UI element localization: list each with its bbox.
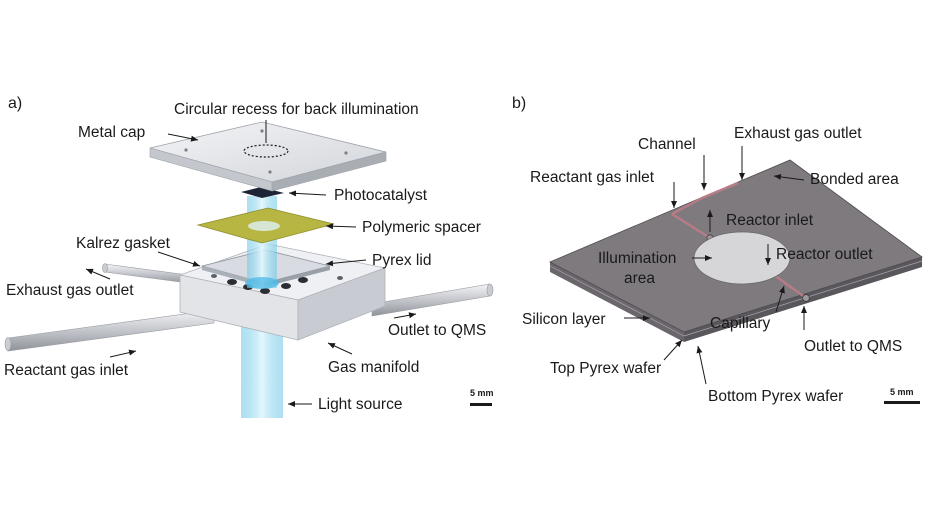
label-top-pyrex-wafer: Top Pyrex wafer [550, 360, 661, 377]
label-reactor-inlet: Reactor inlet [726, 212, 814, 229]
label-reactor-outlet: Reactor outlet [776, 246, 873, 263]
label-bonded-area: Bonded area [810, 171, 899, 188]
leader-metal-cap [167, 133, 199, 142]
label-bottom-pyrex-wafer: Bottom Pyrex wafer [708, 388, 843, 405]
panel-a: a) [4, 95, 494, 418]
label-silicon-layer: Silicon layer [522, 311, 606, 328]
leader-reactant-gas-inlet [109, 349, 137, 358]
panel-a-letter: a) [8, 95, 22, 112]
metal-cap [149, 121, 387, 192]
panel-b-scale-label: 5 mm [890, 387, 914, 397]
label-gas-manifold: Gas manifold [328, 359, 419, 376]
outlet-to-qms-port [802, 294, 810, 302]
gas-manifold [178, 243, 387, 341]
leader-polymeric-spacer [325, 223, 357, 230]
label-metal-cap: Metal cap [78, 124, 145, 141]
label-light-source: Light source [318, 396, 402, 413]
label-channel: Channel [638, 136, 696, 153]
label-exhaust-gas-outlet: Exhaust gas outlet [6, 282, 134, 299]
label-pyrex-lid: Pyrex lid [372, 252, 431, 269]
leader-kalrez-gasket [157, 251, 201, 267]
leader-bottom-pyrex-wafer [696, 345, 707, 385]
leader-pyrex-lid [325, 259, 367, 267]
label-illumination-line2: area [624, 270, 655, 287]
label-photocatalyst: Photocatalyst [334, 187, 428, 204]
outlet-to-qms-tube [371, 283, 494, 317]
leader-bonded-area [773, 173, 805, 181]
label-reactant-gas-inlet-b: Reactant gas inlet [530, 169, 655, 186]
circular-recess [243, 144, 289, 158]
panel-b-letter: b) [512, 95, 526, 112]
label-capillary: Capillary [710, 315, 771, 332]
label-outlet-to-qms-b: Outlet to QMS [804, 338, 902, 355]
label-reactant-gas-inlet: Reactant gas inlet [4, 362, 129, 379]
leader-capillary [775, 285, 785, 313]
panel-b: b) Channel Exhaust gas outlet [512, 95, 923, 405]
light-spot [245, 277, 279, 289]
leader-gas-manifold [327, 342, 353, 355]
reactant-gas-inlet-tube [4, 309, 215, 352]
leader-photocatalyst [288, 190, 327, 197]
panel-a-scale-bar [470, 403, 492, 406]
panel-b-scale-bar [884, 401, 920, 404]
wafer-front-left-edge [550, 262, 684, 342]
leader-exhaust-gas-outlet [85, 268, 111, 280]
leader-outlet-to-qms [393, 312, 417, 319]
label-polymeric-spacer: Polymeric spacer [362, 219, 481, 236]
label-circular-recess: Circular recess for back illumination [174, 101, 419, 118]
photocatalyst [241, 187, 284, 198]
label-illumination-line1: Illumination [598, 250, 676, 267]
label-kalrez-gasket: Kalrez gasket [76, 235, 171, 252]
leader-top-pyrex-wafer [663, 339, 683, 361]
microreactor-wafer [549, 159, 923, 342]
label-outlet-to-qms: Outlet to QMS [388, 322, 486, 339]
panel-a-scale-label: 5 mm [470, 388, 494, 398]
label-exhaust-gas-outlet-b: Exhaust gas outlet [734, 125, 862, 142]
